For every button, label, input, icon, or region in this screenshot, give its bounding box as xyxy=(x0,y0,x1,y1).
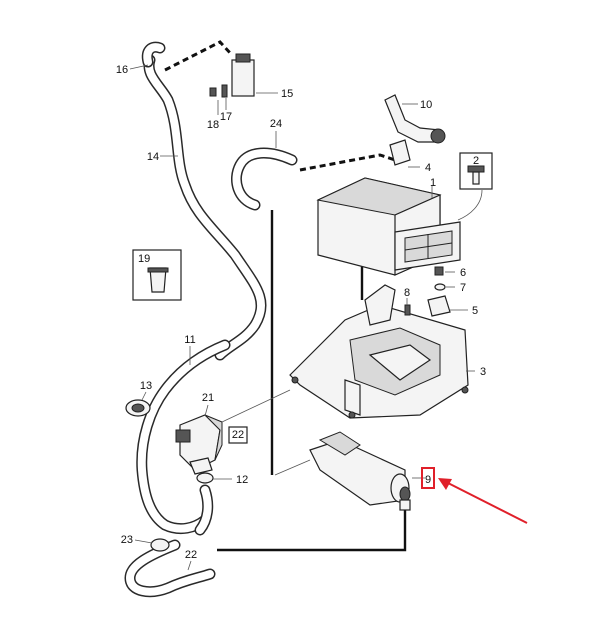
callout-18: 18 xyxy=(207,119,219,131)
inset-box-2 xyxy=(459,152,493,190)
callout-24: 24 xyxy=(270,118,282,130)
red-arrow xyxy=(438,478,528,524)
callout-12: 12 xyxy=(236,474,248,486)
dashed-line-24-1 xyxy=(299,153,396,172)
hose-24 xyxy=(231,147,298,211)
callout-10: 10 xyxy=(420,99,432,111)
bolt-part-17 xyxy=(221,84,228,98)
callout-15: 15 xyxy=(281,88,293,100)
dashed-line-16-15 xyxy=(164,40,234,72)
bracket-part-5 xyxy=(427,295,451,317)
clip-part-13 xyxy=(125,399,151,417)
callout-17: 17 xyxy=(220,111,232,123)
connector-part-10 xyxy=(384,94,446,144)
line-pipe-bottom xyxy=(217,505,407,552)
callout-2: 2 xyxy=(473,155,479,167)
clip-part-4 xyxy=(389,139,411,166)
callout-11: 11 xyxy=(184,334,195,346)
pin-part-8 xyxy=(404,304,411,316)
valve-part-21 xyxy=(175,414,223,475)
clip-part-23 xyxy=(150,538,170,552)
hose-14 xyxy=(143,54,267,361)
hose-11 xyxy=(136,339,231,535)
callout-21: 21 xyxy=(202,392,214,404)
callout-9: 9 xyxy=(425,474,431,486)
callout-7: 7 xyxy=(460,282,466,294)
hose-lower-short xyxy=(194,484,214,536)
filter-part-9 xyxy=(309,431,411,511)
canister-part-1 xyxy=(316,177,461,276)
highlight-box-9 xyxy=(421,467,435,489)
bolt-part-6 xyxy=(434,266,444,276)
solenoid-part-15 xyxy=(231,53,255,97)
callout-22: 22 xyxy=(185,549,197,561)
hose-16-end xyxy=(141,41,166,68)
screw-part-18 xyxy=(209,87,217,97)
callout-labels: 1 2 3 4 5 6 7 8 9 10 11 12 13 14 15 16 1… xyxy=(116,64,486,561)
callout-13: 13 xyxy=(140,380,152,392)
callout-1: 1 xyxy=(430,177,436,189)
callout-8: 8 xyxy=(404,287,410,299)
callout-19: 19 xyxy=(138,253,150,265)
callout-4: 4 xyxy=(425,162,431,174)
inset-box-19 xyxy=(132,249,182,301)
arrow-2-to-1 xyxy=(457,189,483,221)
callout-14: 14 xyxy=(147,151,159,163)
washer-part-7 xyxy=(434,283,446,291)
callout-6: 6 xyxy=(460,267,466,279)
bracket-part-3 xyxy=(289,284,469,419)
hose-22 xyxy=(124,539,216,598)
callout-22-boxed: 22 xyxy=(232,429,244,441)
callout-23: 23 xyxy=(121,534,133,546)
callout-box-22 xyxy=(228,426,248,444)
callout-16: 16 xyxy=(116,64,128,76)
ring-part-12 xyxy=(196,472,214,484)
callout-5: 5 xyxy=(472,305,478,317)
callout-3: 3 xyxy=(480,366,486,378)
